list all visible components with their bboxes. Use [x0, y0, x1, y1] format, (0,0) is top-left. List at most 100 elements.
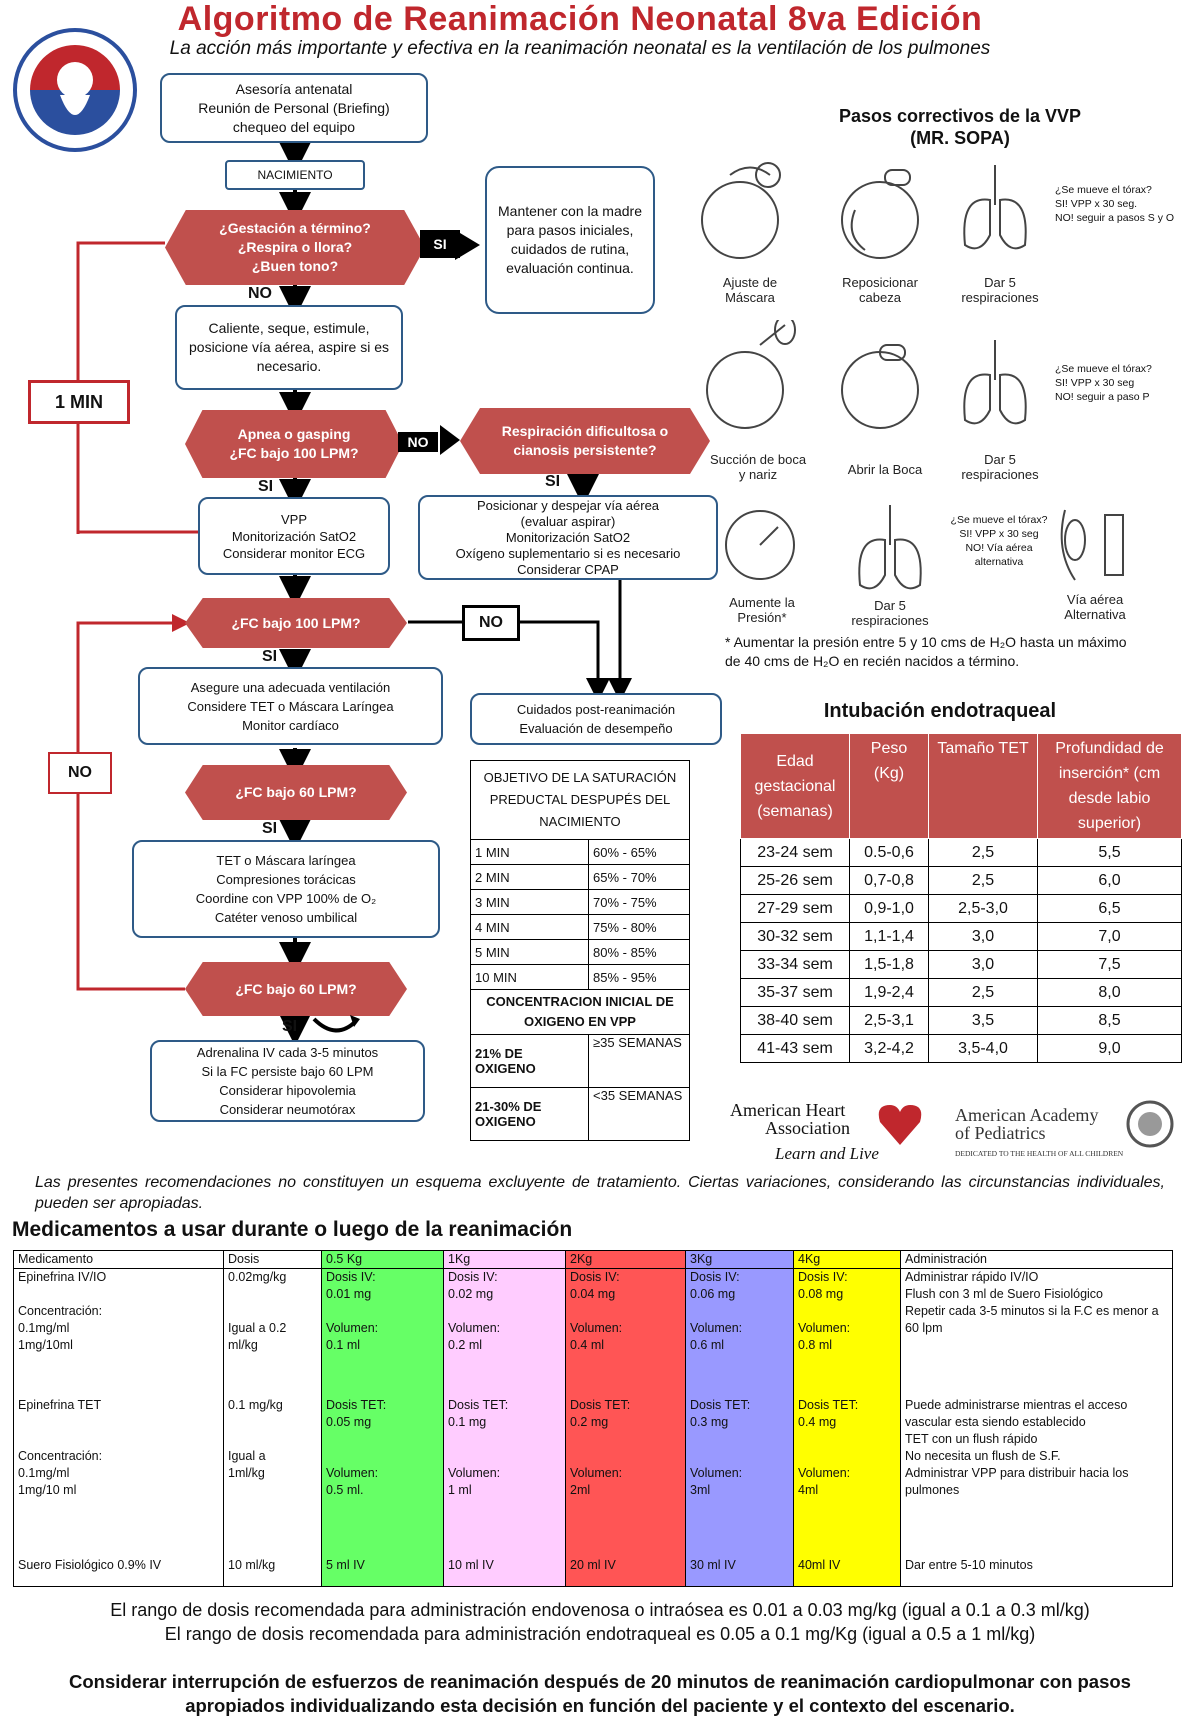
- meds-cell: Dosis TET: 0.2 mg Volumen: 2ml: [565, 1396, 686, 1557]
- meds-cell: Dosis TET: 0.3 mg Volumen: 3ml: [685, 1396, 794, 1557]
- aap-line3: DEDICATED TO THE HEALTH OF ALL CHILDREN: [955, 1149, 1124, 1158]
- decision-hr60-second: ¿FC bajo 60 LPM?: [185, 962, 407, 1016]
- meds-table: Medicamento Dosis 0.5 Kg 1Kg 2Kg 3Kg 4Kg…: [13, 1250, 1173, 1587]
- intu-cell: 0.5-0,6: [849, 838, 929, 867]
- intu-header: Tamaño TET: [928, 733, 1038, 839]
- page-subtitle: La acción más importante y efectiva en l…: [169, 38, 991, 59]
- meds-cell: Suero Fisiológico 0.9% IV: [13, 1556, 224, 1587]
- dose-note-tet: El rango de dosis recomendada para admin…: [164, 1624, 1036, 1644]
- intu-header: Profundidad de inserción* (cm desde labi…: [1037, 733, 1182, 839]
- intu-cell: 2,5-3,1: [849, 1006, 929, 1035]
- meds-cell: 10 ml IV: [443, 1556, 566, 1587]
- intu-cell: 3,5: [928, 1006, 1038, 1035]
- dose-note-iv: El rango de dosis recomendada para admin…: [110, 1600, 1090, 1620]
- meds-cell: Dosis IV: 0.08 mg Volumen: 0.8 ml: [793, 1268, 901, 1397]
- decision-hr100: ¿FC bajo 100 LPM?: [185, 598, 407, 648]
- pressure-gauge-icon: [725, 510, 795, 580]
- intu-cell: 8,5: [1037, 1006, 1182, 1035]
- page-title: Algoritmo de Reanimación Neonatal 8va Ed…: [177, 0, 983, 38]
- intu-cell: 2,5-3,0: [928, 894, 1038, 923]
- intu-header: Peso (Kg): [849, 733, 929, 839]
- intu-cell: 3,0: [928, 950, 1038, 979]
- meds-cell: Dosis TET: 0.4 mg Volumen: 4ml: [793, 1396, 901, 1557]
- caption-mask: Ajuste de Máscara: [722, 275, 778, 305]
- intubation-table: Edad gestacional (semanas) Peso (Kg) Tam…: [740, 733, 1182, 1063]
- chest-check-1: ¿Se mueve el tórax? SI! VPP x 30 seg. NO…: [1055, 184, 1175, 224]
- aha-logo: American Heart Association Learn and Liv…: [725, 1100, 950, 1170]
- yes-label-hr100: SI: [262, 648, 278, 665]
- no-label-hr100: NO: [462, 605, 520, 641]
- intu-cell: 3,2-4,2: [849, 1034, 929, 1063]
- intu-cell: 1,1-1,4: [849, 922, 929, 951]
- intu-cell: 1,5-1,8: [849, 950, 929, 979]
- decision-term: ¿Gestación a término? ¿Respira o llora? …: [165, 210, 425, 285]
- intu-cell: 9,0: [1037, 1034, 1182, 1063]
- no-label-apnea: NO: [398, 432, 438, 452]
- intu-cell: 0,7-0,8: [849, 866, 929, 895]
- caption-breaths-2: Dar 5 respiraciones: [961, 452, 1039, 482]
- final-note: Considerar interrupción de esfuerzos de …: [69, 1671, 1131, 1716]
- lungs-icon: [858, 505, 922, 590]
- initial-steps-box: Caliente, seque, estimule, posicione vía…: [175, 305, 403, 390]
- caption-reposition: Reposicionar cabeza: [842, 275, 918, 305]
- meds-title: Medicamentos a usar durante o luego de l…: [12, 1218, 573, 1241]
- aha-line2: Association: [765, 1118, 850, 1138]
- sat-range: 70% - 75%: [588, 889, 690, 915]
- loop-arrow-icon: [310, 1015, 362, 1037]
- meds-header: 2Kg: [565, 1250, 686, 1269]
- intu-cell: 30-32 sem: [740, 922, 850, 951]
- aap-line1: American Academy: [955, 1105, 1099, 1125]
- caption-breaths-1: Dar 5 respiraciones: [961, 275, 1039, 305]
- intu-cell: 7,5: [1037, 950, 1182, 979]
- one-min-label: 1 MIN: [28, 380, 130, 424]
- meds-cell: Dosis IV: 0.06 mg Volumen: 0.6 ml: [685, 1268, 794, 1397]
- keep-mother-box: Mantener con la madre para pasos inicial…: [485, 166, 655, 314]
- open-mouth-icon: [841, 344, 919, 429]
- suction-icon: [706, 320, 796, 429]
- meds-header: 0.5 Kg: [321, 1250, 444, 1269]
- meds-cell: 20 ml IV: [565, 1556, 686, 1587]
- sat-time: 3 MIN: [469, 889, 590, 915]
- intu-cell: 7,0: [1037, 922, 1182, 951]
- meds-cell: 30 ml IV: [685, 1556, 794, 1587]
- meds-cell: 40ml IV: [793, 1556, 901, 1587]
- caption-alt-airway: Vía aérea Alternativa: [1064, 592, 1126, 622]
- decision-hr60-first: ¿FC bajo 60 LPM?: [185, 765, 407, 820]
- yes-label-term: SI: [420, 230, 460, 258]
- chest-check-2: ¿Se mueve el tórax? SI! VPP x 30 seg NO!…: [1055, 363, 1152, 403]
- aap-seal-icon: [1126, 1100, 1174, 1148]
- pressure-footnote: * Aumentar la presión entre 5 y 10 cms d…: [725, 634, 1127, 669]
- intu-cell: 2,5: [928, 866, 1038, 895]
- yes-label-hr60-first: SI: [262, 820, 278, 837]
- compressions-box: TET o Máscara laríngea Compresiones torá…: [132, 840, 440, 938]
- yes-label-hr60-second: SI: [282, 1018, 298, 1035]
- intu-cell: 25-26 sem: [740, 866, 850, 895]
- chest-check-3: ¿Se mueve el tórax? SI! VPP x 30 seg NO!…: [950, 514, 1048, 568]
- decision-breathing: Respiración dificultosa o cianosis persi…: [460, 408, 710, 474]
- sat-time: 1 MIN: [469, 839, 590, 865]
- oxygen-title: CONCENTRACION INICIAL DE OXIGENO EN VPP: [470, 989, 690, 1035]
- yes-label-breathing: SI: [545, 473, 561, 490]
- meds-cell: Dosis TET: 0.1 mg Volumen: 1 ml: [443, 1396, 566, 1557]
- intu-cell: 33-34 sem: [740, 950, 850, 979]
- meds-cell: Dar entre 5-10 minutos: [900, 1556, 1173, 1587]
- caption-open-mouth: Abrir la Boca: [847, 462, 923, 477]
- meds-cell: Dosis IV: 0.02 mg Volumen: 0.2 ml: [443, 1268, 566, 1397]
- caption-breaths-3: Dar 5 respiraciones: [851, 598, 929, 628]
- intu-cell: 8,0: [1037, 978, 1182, 1007]
- intu-cell: 0,9-1,0: [849, 894, 929, 923]
- intubation-title: Intubación endotraqueal: [823, 700, 1057, 722]
- intu-cell: 27-29 sem: [740, 894, 850, 923]
- intu-cell: 6,5: [1037, 894, 1182, 923]
- meds-cell: Dosis IV: 0.01 mg Volumen: 0.1 ml: [321, 1268, 444, 1397]
- meds-header: Administración: [900, 1250, 1173, 1269]
- meds-cell: Epinefrina IV/IO Concentración: 0.1mg/ml…: [13, 1268, 224, 1397]
- meds-cell: 0.02mg/kg Igual a 0.2 ml/kg: [223, 1268, 322, 1397]
- meds-header: 4Kg: [793, 1250, 901, 1269]
- intu-cell: 5,5: [1037, 838, 1182, 867]
- meds-cell: Puede administrarse mientras el acceso v…: [900, 1396, 1173, 1557]
- oxygen-age: <35 SEMANAS: [588, 1087, 690, 1141]
- lungs-icon: [963, 165, 1027, 250]
- saturation-title: OBJETIVO DE LA SATURACIÓN PREDUCTAL DESP…: [470, 760, 690, 840]
- saturation-table: OBJETIVO DE LA SATURACIÓN PREDUCTAL DESP…: [469, 760, 690, 1141]
